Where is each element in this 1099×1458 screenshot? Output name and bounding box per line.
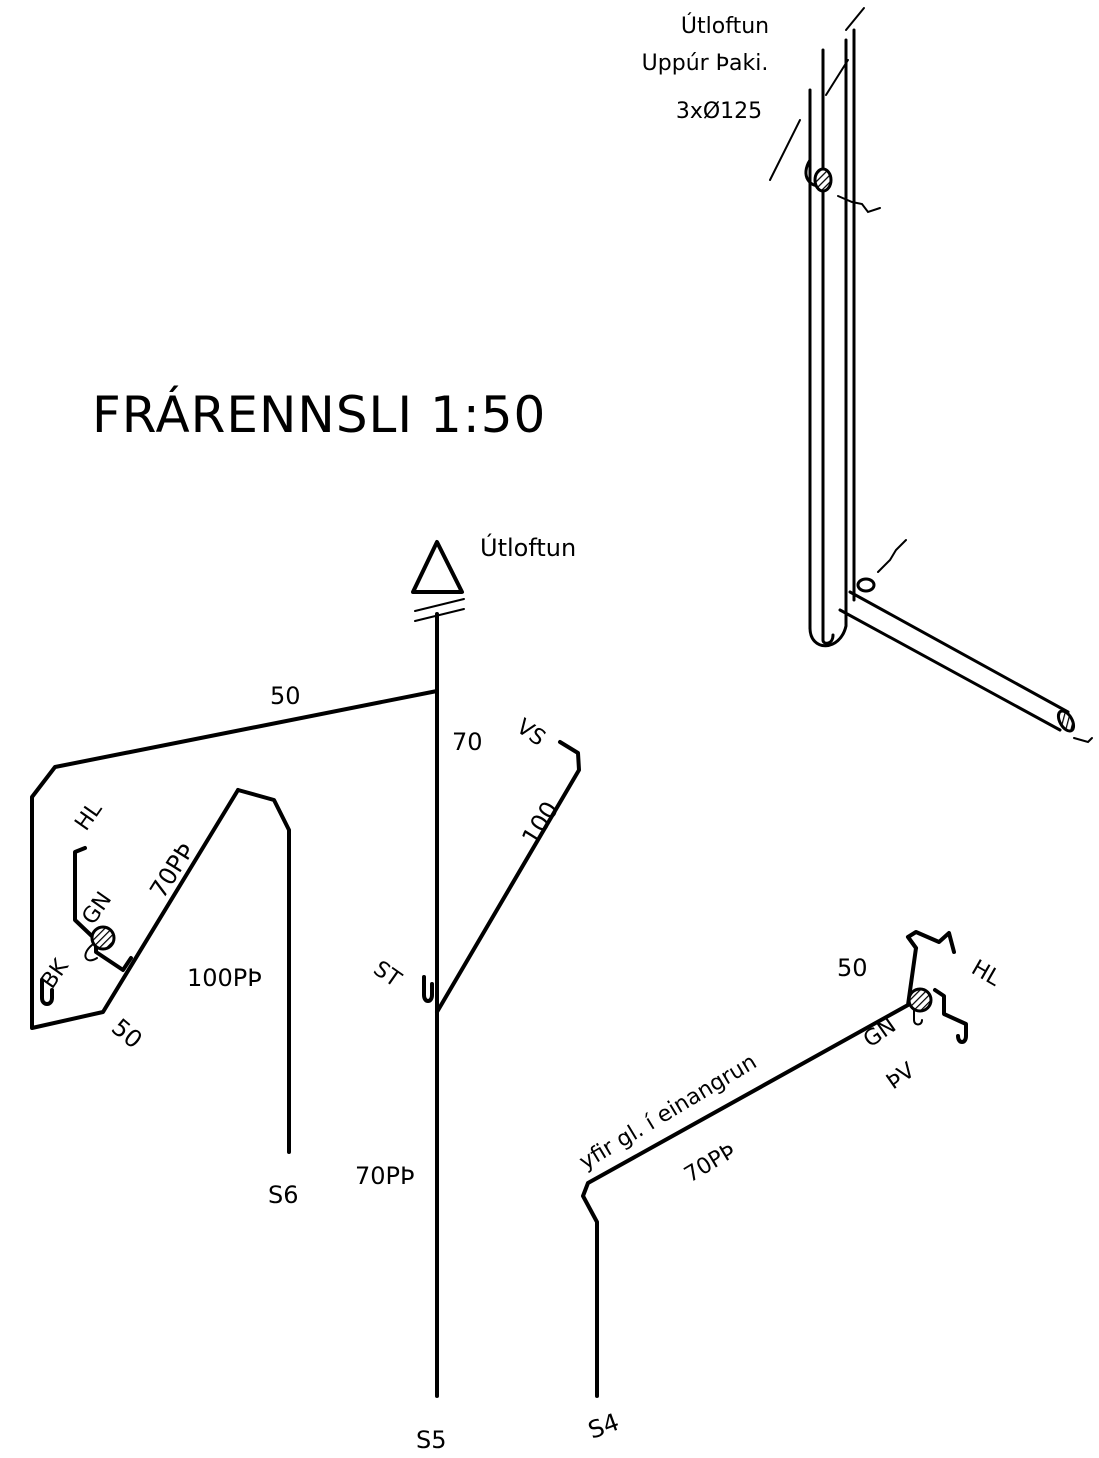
label-st: ST <box>369 956 406 993</box>
vent-label: Útloftun <box>480 532 576 562</box>
st-trap-symbol <box>422 975 434 1003</box>
label-gn-left: GN <box>77 888 117 930</box>
label-s5: S5 <box>416 1426 447 1454</box>
pipe-branch-50-top <box>30 689 439 1030</box>
pipe-branch-100-vs <box>435 740 581 1014</box>
pipe-s6 <box>236 788 291 1154</box>
floor-drain-left-icon <box>90 925 116 951</box>
iso-vent-line3: 3xØ125 <box>676 99 762 124</box>
vent-cap-symbol <box>411 540 465 622</box>
label-70pth-main: 70PÞ <box>355 1162 415 1190</box>
iso-vent-line2: Uppúr Þaki. <box>642 51 769 76</box>
drawing-title: FRÁRENNSLI 1:50 <box>92 385 546 444</box>
label-s4: S4 <box>584 1408 622 1445</box>
bk-trap-symbol <box>40 978 54 1006</box>
label-50-right: 50 <box>837 954 868 982</box>
label-gn-right: GN <box>859 1013 901 1053</box>
pipe-s4-upper <box>906 930 956 954</box>
label-70pth-right: 70PÞ <box>680 1139 740 1189</box>
label-100pth: 100PÞ <box>187 964 262 992</box>
label-70-main: 70 <box>452 728 483 756</box>
label-hl-left: HL <box>70 797 107 836</box>
isometric-vent-pipes <box>769 7 1093 744</box>
hl-fixture-right <box>933 988 968 1044</box>
label-s6: S6 <box>268 1181 299 1209</box>
label-50-top: 50 <box>270 682 301 710</box>
pipe-s4 <box>581 935 918 1398</box>
floor-drain-right-icon <box>907 987 933 1013</box>
label-pv: ÞV <box>882 1058 920 1095</box>
label-50-bottom: 50 <box>106 1013 147 1054</box>
iso-vent-line1: Útloftun <box>681 13 769 39</box>
label-vs: VS <box>512 714 550 751</box>
label-hl-right: HL <box>967 956 1005 992</box>
